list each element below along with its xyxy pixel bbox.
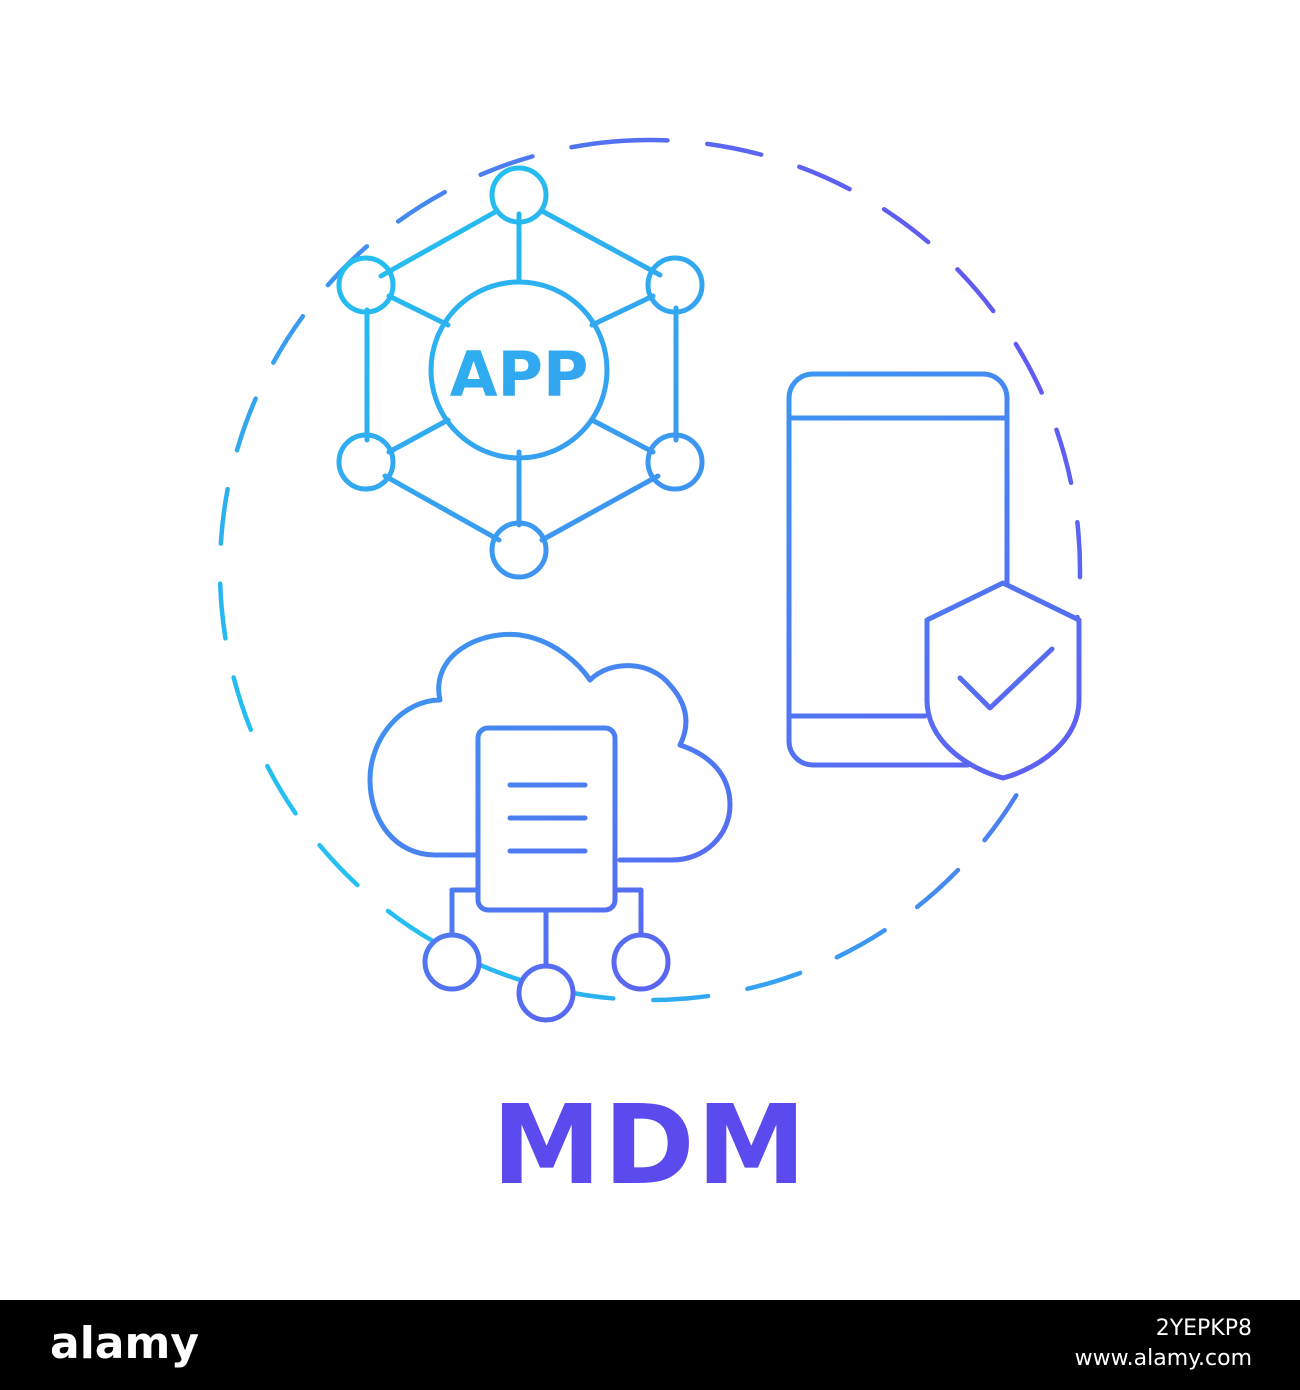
footer-bar: alamy 2YEPKP8 www.alamy.com bbox=[0, 1300, 1300, 1390]
website-link[interactable]: www.alamy.com bbox=[1074, 1346, 1252, 1371]
mdm-concept-illustration: APP bbox=[217, 137, 1083, 1023]
app-network-icon bbox=[336, 165, 705, 580]
shield-check-icon bbox=[924, 580, 1082, 781]
title-text: MDM bbox=[491, 1081, 809, 1209]
cloud-server-icon bbox=[367, 631, 733, 1023]
footer-info: 2YEPKP8 www.alamy.com bbox=[1075, 1314, 1252, 1374]
smartphone-icon bbox=[786, 371, 1010, 768]
app-label: APP bbox=[450, 338, 589, 411]
alamy-logo: alamy bbox=[50, 1318, 199, 1369]
dashed-circle-outline bbox=[217, 137, 1083, 1003]
page-title: MDM bbox=[0, 1085, 1300, 1205]
image-id: 2YEPKP8 bbox=[1155, 1316, 1252, 1341]
